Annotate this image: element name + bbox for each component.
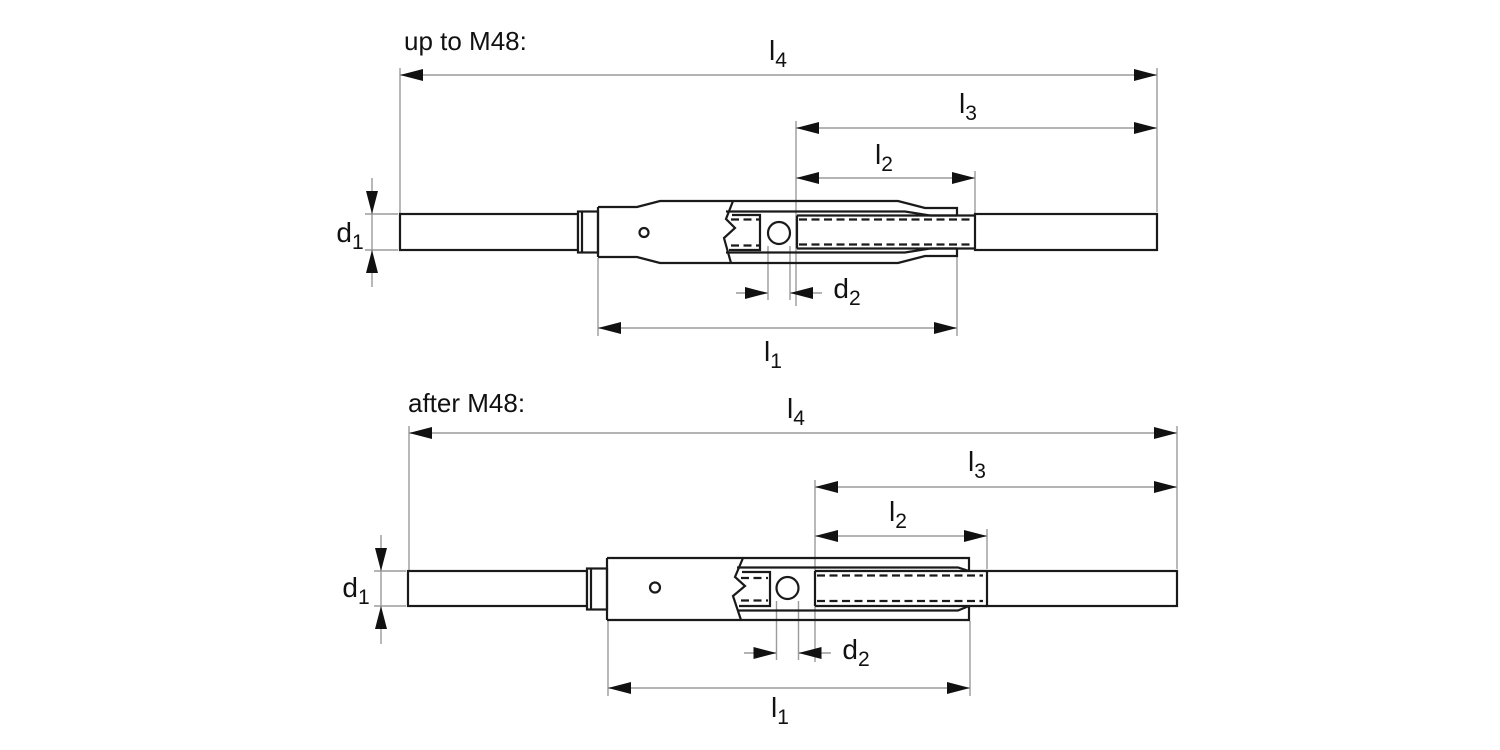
- dim-label-l3: l3: [959, 88, 977, 125]
- dim-label-l3: l3: [968, 446, 986, 483]
- left-rod: [398, 212, 580, 252]
- figure-after-m48: after M48: l4 l3 l2 l1 d1 d: [342, 388, 1179, 729]
- figure-up-to-m48: up to M48: l4 l3 l2 l1 d1 d: [336, 26, 1159, 373]
- dim-l4-lines: [408, 426, 1178, 570]
- dim-label-l4: l4: [787, 393, 805, 430]
- pin-hole: [648, 581, 662, 594]
- dim-label-l2: l2: [889, 496, 907, 533]
- dim-label-l1: l1: [771, 692, 789, 729]
- body-bore-lines: [737, 566, 970, 612]
- sight-hole: [766, 220, 792, 246]
- dim-label-d1: d1: [336, 217, 363, 254]
- dim-l4-lines: [399, 68, 1158, 213]
- threaded-rod-edges: [795, 214, 975, 250]
- dim-l3-lines: [795, 121, 1157, 306]
- threaded-rod-edges: [813, 569, 987, 608]
- right-rod: [973, 212, 1159, 252]
- figure-title: up to M48:: [404, 26, 527, 56]
- sight-hole: [775, 575, 800, 601]
- dim-label-d1: d1: [342, 572, 369, 609]
- dim-l2-lines: [815, 529, 988, 569]
- body-outline: [605, 556, 971, 622]
- pin-hole: [638, 226, 650, 239]
- break-line: [722, 200, 737, 264]
- threaded-rod-dashed: [799, 218, 973, 246]
- threaded-rod-dashed: [817, 574, 983, 603]
- thread-stub-dashed: [731, 218, 759, 247]
- right-rod: [985, 569, 1179, 608]
- thread-stub-dashed: [741, 576, 768, 602]
- dim-d2-arrowheads: [745, 287, 813, 299]
- dim-d1-arrowheads: [375, 548, 387, 629]
- dim-label-d2: d2: [842, 634, 869, 671]
- dim-label-d2: d2: [833, 273, 860, 310]
- dim-l2-lines: [796, 171, 976, 213]
- break-line: [731, 557, 747, 621]
- left-rod: [406, 569, 589, 608]
- dim-label-l2: l2: [875, 139, 893, 176]
- figure-title: after M48:: [408, 388, 525, 418]
- dim-l1-lines: [607, 621, 971, 696]
- thread-stub-edges: [729, 213, 762, 252]
- thread-stub-edges: [739, 570, 772, 608]
- dim-label-l4: l4: [769, 35, 787, 72]
- dim-label-l1: l1: [764, 336, 782, 373]
- dim-d1-arrowheads: [366, 191, 378, 273]
- dim-l1-lines: [597, 257, 958, 336]
- body-outline: [596, 199, 959, 265]
- dim-d2-arrowheads: [753, 647, 822, 659]
